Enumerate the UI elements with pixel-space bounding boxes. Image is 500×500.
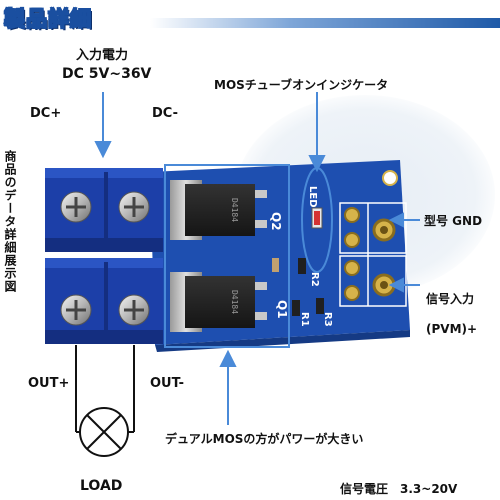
out-minus-label: OUT-	[150, 376, 184, 391]
out-plus-label: OUT+	[28, 376, 70, 391]
arrow-mos-indicator	[308, 92, 326, 173]
mos-indicator-label: MOSチューブオンインジケータ	[214, 78, 389, 92]
page-title: 製品詳細	[4, 7, 92, 32]
signal-input-label: 信号入力	[426, 292, 475, 306]
pvm-plus-label: (PVM)+	[426, 322, 478, 336]
dual-mos-label: デュアルMOSの方がパワーが大きい	[165, 432, 364, 446]
mosfet-q2: D4184	[170, 180, 267, 240]
input-voltage-label: DC 5V~36V	[62, 66, 152, 82]
signal-voltage-label: 信号電圧 3.3~20V	[340, 482, 458, 496]
load-icon	[79, 407, 129, 457]
resistor-r1	[292, 300, 300, 316]
pin-box-signal	[339, 255, 407, 307]
load-label: LOAD	[80, 478, 123, 494]
vertical-caption: 商品のデータ詳細展示図	[3, 150, 17, 293]
pcb-r2-label: R2	[309, 272, 320, 287]
dc-minus-label: DC-	[152, 106, 179, 121]
header-gradient-bar	[150, 18, 500, 28]
mosfet-q1: D4184	[170, 272, 267, 332]
pcb-r1-label: R1	[299, 312, 310, 327]
pin-header	[344, 207, 396, 301]
pcb-led-label: LED	[307, 186, 318, 208]
capacitor	[272, 258, 279, 272]
header-banner: 製品詳細	[0, 0, 500, 34]
mosfet-q1-marking: D4184	[230, 290, 239, 314]
screw-dc-minus	[118, 191, 150, 223]
pcb-q1-label: Q1	[275, 300, 289, 319]
dc-plus-label: DC+	[30, 106, 62, 121]
arrow-gnd	[388, 212, 420, 228]
mounting-hole	[382, 170, 398, 186]
dual-mos-highlight-box	[164, 164, 290, 348]
arrow-dual-mos	[219, 349, 237, 425]
screw-out-minus	[118, 294, 150, 326]
input-power-label: 入力電力	[76, 48, 129, 63]
resistor-r3	[316, 298, 324, 314]
resistor-r2	[298, 258, 306, 274]
pcb-r3-label: R3	[322, 312, 333, 327]
mosfet-q2-marking: D4184	[230, 198, 239, 222]
pcb-q2-label: Q2	[269, 212, 283, 231]
screw-dc-plus	[60, 191, 92, 223]
type-gnd-label: 型号 GND	[424, 214, 483, 228]
pin-box-gnd	[339, 202, 407, 254]
arrow-input-power	[94, 92, 112, 159]
arrow-signal	[388, 277, 420, 293]
screw-out-plus	[60, 294, 92, 326]
